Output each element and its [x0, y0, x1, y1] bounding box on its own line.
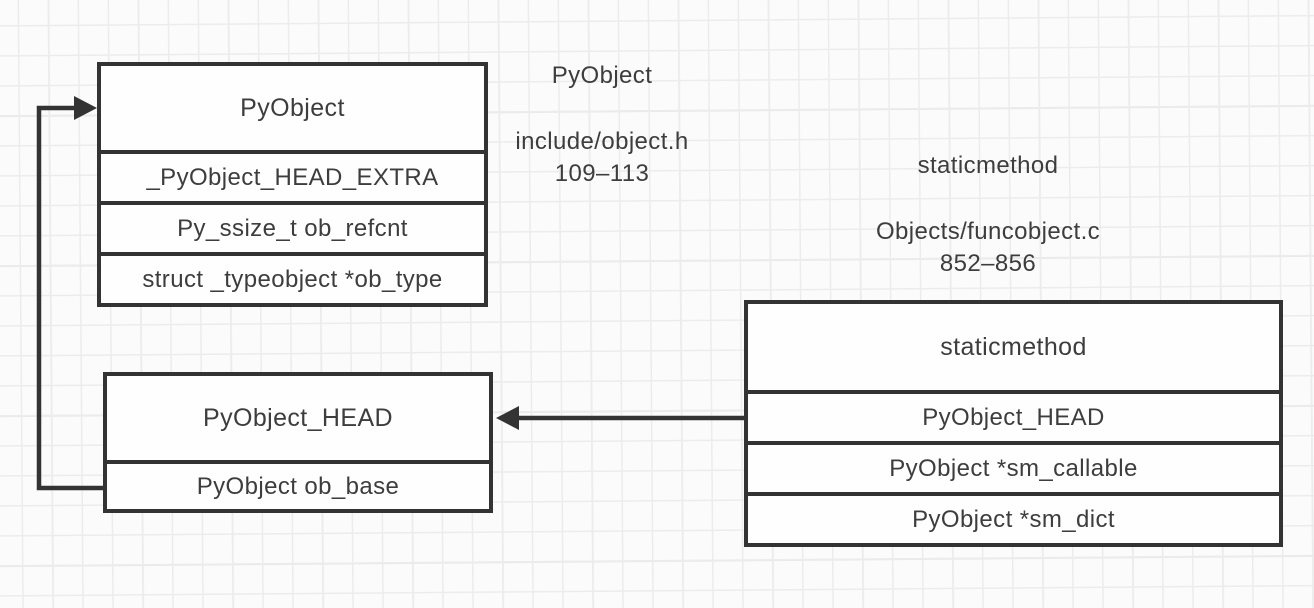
pyobject-annotation-name: PyObject — [551, 62, 653, 89]
pyobject-head-row-ob-base: PyObject ob_base — [107, 460, 489, 509]
pyobject-struct-box: PyObject _PyObject_HEAD_EXTRA Py_ssize_t… — [97, 62, 488, 307]
pyobject-head-struct-title: PyObject_HEAD — [203, 403, 393, 432]
staticmethod-row-sm-dict: PyObject *sm_dict — [748, 492, 1279, 543]
staticmethod-annotation-file: Objects/funcobject.c — [875, 218, 1101, 245]
pyobject-source-annotation: PyObject include/object.h 109–113 — [452, 60, 752, 190]
staticmethod-struct-box: staticmethod PyObject_HEAD PyObject *sm_… — [744, 300, 1283, 547]
pyobject-row-head-extra: _PyObject_HEAD_EXTRA — [101, 150, 484, 201]
pyobject-row-ob-refcnt: Py_ssize_t ob_refcnt — [101, 201, 484, 252]
staticmethod-source-annotation: staticmethod Objects/funcobject.c 852–85… — [838, 150, 1138, 280]
staticmethod-struct-title: staticmethod — [940, 332, 1087, 361]
staticmethod-row-sm-callable: PyObject *sm_callable — [748, 441, 1279, 492]
pyobject-head-struct-box: PyObject_HEAD PyObject ob_base — [103, 372, 493, 513]
staticmethod-annotation-name: staticmethod — [917, 152, 1059, 179]
pyobject-struct-title: PyObject — [240, 93, 345, 122]
pyobject-annotation-file: include/object.h — [515, 128, 689, 155]
staticmethod-row-pyobject-head: PyObject_HEAD — [748, 390, 1279, 441]
staticmethod-annotation-lines: 852–856 — [939, 250, 1037, 277]
pyobject-annotation-lines: 109–113 — [554, 160, 650, 187]
pyobject-row-ob-type: struct _typeobject *ob_type — [101, 252, 484, 303]
